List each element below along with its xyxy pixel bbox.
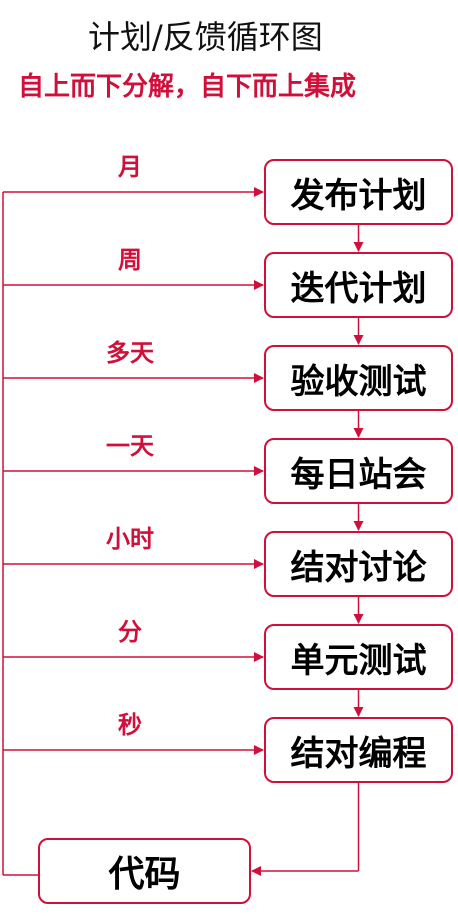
cycle-label-week: 周 [118,246,142,274]
cycle-label-one-day: 一天 [106,432,154,460]
stage-box-release-plan: 发布计划 [264,159,453,225]
stage-box-iteration-plan: 迭代计划 [264,252,453,318]
cycle-label-hour: 小时 [106,525,154,553]
stage-box-pair-programming: 结对编程 [264,717,453,783]
diagram-subtitle: 自上而下分解，自下而上集成 [18,72,357,102]
stage-box-pair-discussion: 结对讨论 [264,531,453,597]
cycle-label-month: 月 [118,153,142,181]
diagram-title: 计划/反馈循环图 [88,18,323,56]
cycle-label-second: 秒 [118,711,142,739]
stage-box-unit-test: 单元测试 [264,624,453,690]
stage-box-acceptance-test: 验收测试 [264,345,453,411]
stage-box-daily-standup: 每日站会 [264,438,453,504]
code-box: 代码 [38,838,251,904]
cycle-label-minute: 分 [118,618,142,646]
cycle-label-days: 多天 [106,339,154,367]
